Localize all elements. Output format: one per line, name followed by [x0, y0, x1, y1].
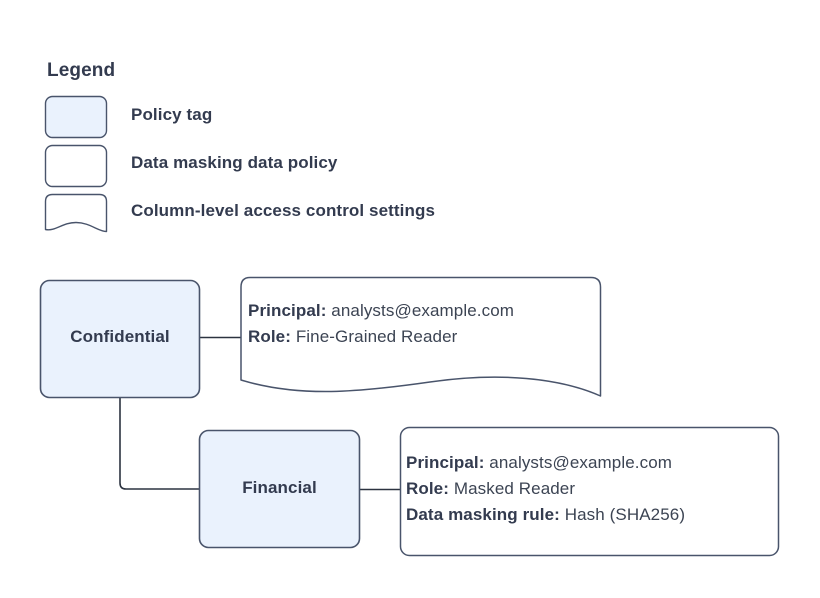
node-label-confidential: Confidential	[70, 327, 170, 346]
callout-line-value: analysts@example.com	[326, 301, 515, 320]
callout-line: Data masking rule: Hash (SHA256)	[406, 502, 685, 528]
callout-line: Role: Fine-Grained Reader	[248, 324, 514, 350]
callout-line-value: analysts@example.com	[484, 453, 673, 472]
legend-item-label-policy-tag: Policy tag	[131, 105, 213, 124]
callout-line: Principal: analysts@example.com	[406, 450, 685, 476]
legend-swatch-column-access-note	[44, 193, 108, 233]
callout-line-label: Role:	[248, 327, 291, 346]
callout-line-label: Principal:	[406, 453, 485, 472]
legend-swatch-data-masking-policy	[44, 144, 108, 188]
callout-line-label: Principal:	[248, 301, 327, 320]
connector-confidential-to-financial	[119, 398, 199, 490]
node-confidential[interactable]	[39, 279, 201, 399]
legend-item-label-data-masking-policy: Data masking data policy	[131, 153, 338, 172]
callout-line-label: Role:	[406, 479, 449, 498]
callout-line: Principal: analysts@example.com	[248, 298, 514, 324]
callout-financial-masking[interactable]	[399, 426, 780, 557]
node-label-financial: Financial	[242, 478, 317, 497]
callout-line-value: Masked Reader	[449, 479, 576, 498]
callout-line-value: Hash (SHA256)	[559, 505, 686, 524]
legend-item-label-column-access-settings: Column-level access control settings	[131, 201, 436, 220]
callout-line: Role: Masked Reader	[406, 476, 685, 502]
callout-confidential-access[interactable]	[240, 276, 602, 397]
node-financial[interactable]	[198, 429, 361, 549]
legend-swatch-policy-tag	[44, 95, 108, 139]
callout-line-value: Fine-Grained Reader	[291, 327, 458, 346]
legend-title: Legend	[47, 60, 116, 81]
callout-line-label: Data masking rule:	[406, 505, 560, 524]
